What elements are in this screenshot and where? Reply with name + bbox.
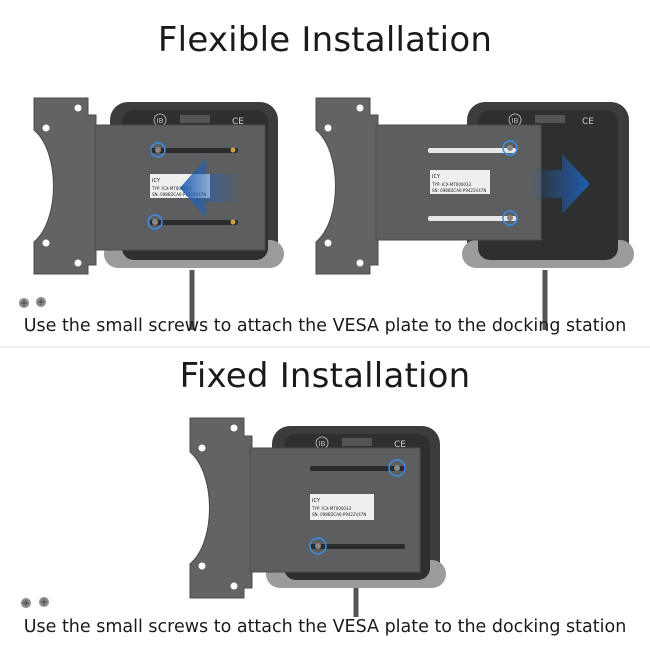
title-flexible-installation: Flexible Installation bbox=[157, 20, 493, 60]
fixed-installation-figure: IB CE ICY TYP: ICX-MT000033 SN: 0986DCA6… bbox=[21, 417, 446, 617]
svg-text:CE: CE bbox=[394, 440, 406, 450]
svg-text:ICY: ICY bbox=[312, 498, 321, 504]
arrow-left-icon bbox=[180, 158, 240, 218]
svg-text:SN: 0986DCA6-P9422V47N: SN: 0986DCA6-P9422V47N bbox=[432, 188, 486, 193]
caption-fixed-installation: Use the small screws to attach the VESA … bbox=[23, 617, 627, 637]
vesa-plate-right: ICY TYP: ICX-MT000033 SN: 0986DCA6-P9422… bbox=[315, 97, 542, 275]
svg-text:ICY: ICY bbox=[432, 174, 441, 180]
svg-text:TYP: ICX-MT000033: TYP: ICX-MT000033 bbox=[151, 186, 191, 191]
svg-text:TYP: ICX-MT000033: TYP: ICX-MT000033 bbox=[431, 182, 471, 187]
section-divider bbox=[0, 346, 650, 348]
highlight-circle bbox=[150, 142, 166, 158]
flexible-installation-figure: IB CE ICY TYP: ICX-MT000033 SN: 0986DCA6… bbox=[19, 97, 634, 330]
screw-icon bbox=[21, 597, 49, 608]
screw-icon bbox=[19, 297, 46, 308]
svg-text:SN: 0986DCA6-P9422V47N: SN: 0986DCA6-P9422V47N bbox=[152, 192, 206, 197]
arrow-right-icon bbox=[530, 154, 590, 214]
svg-text:IB: IB bbox=[512, 117, 519, 125]
svg-text:IB: IB bbox=[319, 440, 326, 448]
svg-text:ICY: ICY bbox=[152, 178, 161, 184]
svg-text:IB: IB bbox=[157, 117, 164, 125]
svg-text:CE: CE bbox=[232, 117, 244, 127]
svg-text:SN: 0986DCA6-P9422V47N: SN: 0986DCA6-P9422V47N bbox=[312, 512, 366, 517]
title-fixed-installation: Fixed Installation bbox=[179, 356, 471, 396]
caption-flexible-installation: Use the small screws to attach the VESA … bbox=[23, 316, 627, 336]
vesa-plate-center: ICY TYP: ICX-MT000033 SN: 0986DCA6-P9422… bbox=[189, 417, 421, 599]
svg-text:TYP: ICX-MT000033: TYP: ICX-MT000033 bbox=[311, 506, 351, 511]
svg-text:CE: CE bbox=[582, 117, 594, 127]
